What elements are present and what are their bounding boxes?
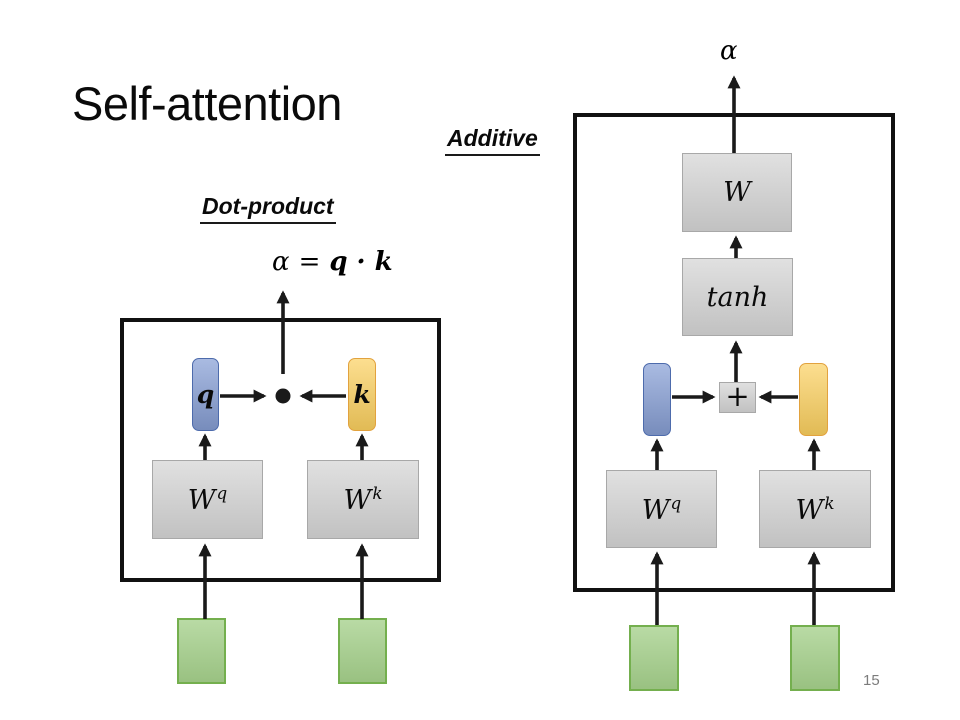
query-vector-right [643, 363, 671, 436]
formula-equals: = [298, 247, 321, 277]
formula-alpha: α [272, 247, 290, 277]
input-vector-right-2 [790, 625, 840, 691]
key-vector-right [799, 363, 828, 436]
plus-operator-label: + [725, 378, 750, 413]
additive-output-alpha: α [720, 36, 738, 66]
input-vector-left-1 [177, 618, 226, 684]
formula-k: k [374, 247, 393, 277]
tanh-box: tanh [682, 258, 793, 336]
formula-q: q [329, 247, 348, 277]
w-matrix-right-label: W [723, 177, 751, 208]
formula-dot-operator: · [356, 247, 366, 277]
query-vector-left: q [192, 358, 219, 431]
wk-matrix-left: Wk [307, 460, 419, 539]
plus-operator-box: + [719, 378, 756, 413]
w-matrix-right: W [682, 153, 792, 232]
additive-heading: Additive [445, 125, 540, 156]
wq-matrix-right: Wq [606, 470, 717, 548]
key-vector-left: k [348, 358, 376, 431]
query-vector-label: q [196, 380, 215, 409]
input-vector-left-2 [338, 618, 387, 684]
key-vector-label: k [353, 380, 371, 409]
wq-matrix-right-label: Wq [641, 492, 682, 526]
wk-matrix-right: Wk [759, 470, 871, 548]
wq-matrix-left-label: Wq [187, 483, 228, 516]
dot-product-formula: α = q · k [272, 247, 393, 277]
wk-matrix-left-label: Wk [343, 483, 383, 516]
input-vector-right-1 [629, 625, 679, 691]
dot-product-box [120, 318, 441, 582]
page-number: 15 [863, 672, 880, 689]
wq-matrix-left: Wq [152, 460, 263, 539]
tanh-label: tanh [706, 281, 769, 313]
wk-matrix-right-label: Wk [795, 492, 835, 526]
slide-title: Self-attention [72, 77, 342, 130]
dot-product-heading: Dot-product [200, 193, 336, 224]
